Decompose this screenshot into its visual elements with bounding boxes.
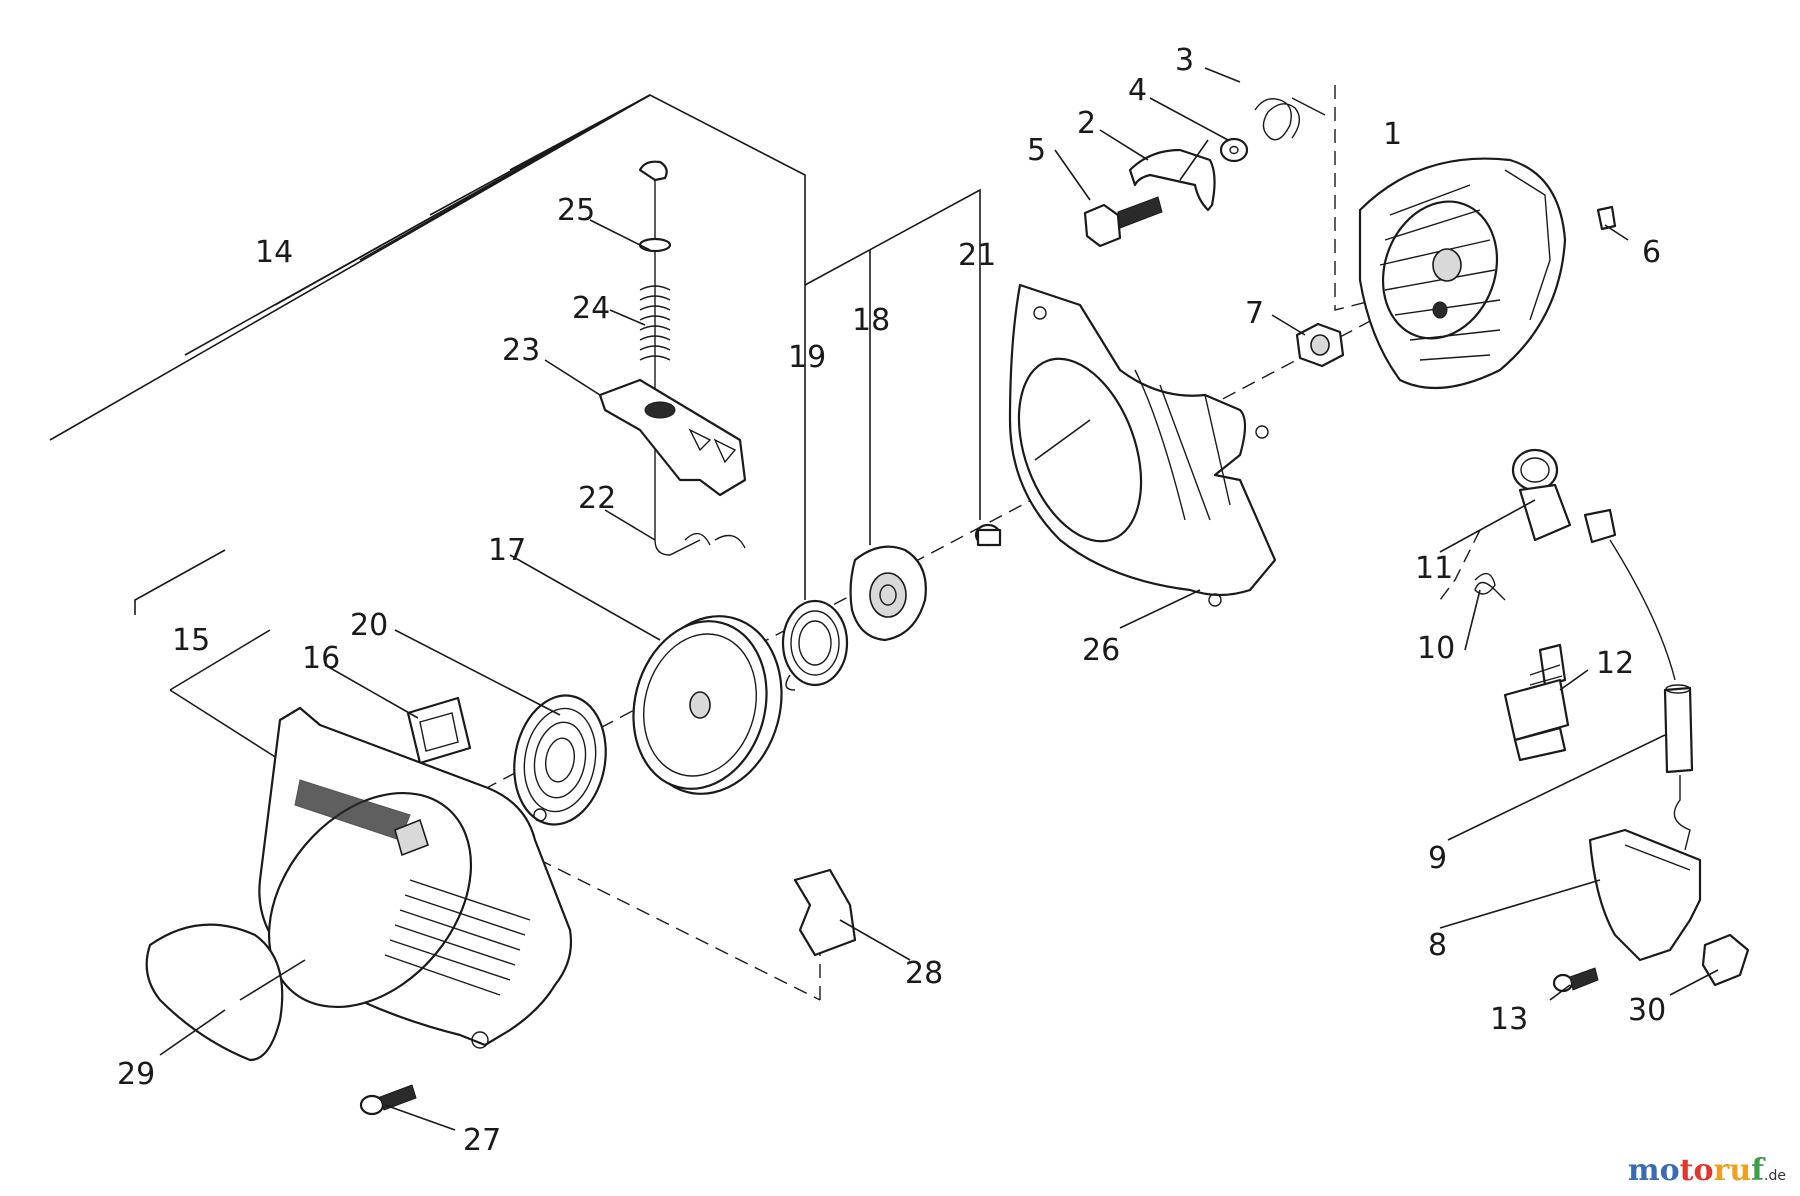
label-part-17: 17: [488, 533, 526, 568]
label-part-30: 30: [1628, 993, 1666, 1028]
assembly-bracket-15: [134, 549, 281, 761]
ignition-module-part-8: [1588, 828, 1702, 962]
label-part-19: 19: [788, 340, 826, 375]
bolt-part-5: [1083, 196, 1163, 248]
flywheel-part-1: [1358, 157, 1567, 390]
spark-plug-part-12: [1503, 643, 1570, 762]
leader-lines: [159, 67, 1719, 1131]
key-part-6: [1596, 205, 1617, 231]
grommet-part-16: [406, 696, 472, 765]
pulley-part-17: [632, 615, 783, 795]
label-part-23: 23: [502, 333, 540, 368]
label-part-22: 22: [578, 481, 616, 516]
ratchet-part-18: [849, 545, 927, 642]
label-part-15: 15: [172, 623, 210, 658]
label-part-26: 26: [1082, 633, 1120, 668]
watermark-brand: motoruf: [1627, 1153, 1765, 1188]
connector-part-30: [1701, 933, 1750, 987]
assembly-bracket-14: [49, 94, 806, 600]
label-part-29: 29: [117, 1057, 155, 1092]
label-part-21: 21: [958, 238, 996, 273]
assembly-bracket-19-18-21: [804, 188, 981, 545]
screw-part-21: [974, 523, 1002, 547]
axis-line-starter: [444, 299, 1411, 811]
washer-part-4: [1219, 137, 1249, 163]
fan-housing-part-26: [1008, 283, 1277, 607]
watermark-logo: motoruf.de: [1628, 1153, 1786, 1188]
axis-line-ignition: [1439, 529, 1481, 601]
label-part-7: 7: [1245, 296, 1264, 331]
nut-part-7: [1295, 322, 1345, 368]
clip-part-28: [793, 868, 857, 957]
label-part-1: 1: [1383, 117, 1402, 152]
label-part-18: 18: [852, 303, 890, 338]
label-part-16: 16: [302, 641, 340, 676]
part-labels: 1 2 3 4 5 6 7 8 9 10 11 12 13 14 15 16 1…: [117, 43, 1666, 1158]
label-part-25: 25: [557, 193, 595, 228]
spring-part-19: [781, 599, 849, 691]
label-part-24: 24: [572, 291, 610, 326]
label-part-28: 28: [905, 956, 943, 991]
label-part-5: 5: [1027, 133, 1046, 168]
label-part-20: 20: [350, 608, 388, 643]
spark-plug-boot-part-11: [1511, 448, 1676, 681]
screw-part-27: [359, 1084, 417, 1116]
label-part-10: 10: [1417, 631, 1455, 666]
label-part-12: 12: [1596, 646, 1634, 681]
ignition-lead-part-9: [1663, 684, 1694, 851]
starter-cover-part-15: [258, 706, 573, 1049]
decal-part-29: [145, 923, 284, 1062]
label-part-3: 3: [1175, 43, 1194, 78]
recoil-spring-part-20: [513, 694, 607, 826]
label-part-13: 13: [1490, 1002, 1528, 1037]
label-part-14: 14: [255, 235, 293, 270]
label-part-11: 11: [1415, 551, 1453, 586]
label-part-27: 27: [463, 1123, 501, 1158]
label-part-2: 2: [1077, 106, 1096, 141]
label-part-4: 4: [1128, 73, 1147, 108]
spring-part-3: [1254, 97, 1326, 141]
handle-rod-parts-22-25: [598, 160, 747, 556]
pawl-part-2: [1128, 148, 1216, 212]
screw-part-13: [1552, 967, 1599, 993]
label-part-8: 8: [1428, 928, 1447, 963]
label-part-9: 9: [1428, 841, 1447, 876]
spring-clip-part-10: [1474, 572, 1506, 601]
watermark-tld: .de: [1764, 1168, 1786, 1184]
axis-line-flywheel: [1334, 85, 1376, 311]
label-part-6: 6: [1642, 235, 1661, 270]
